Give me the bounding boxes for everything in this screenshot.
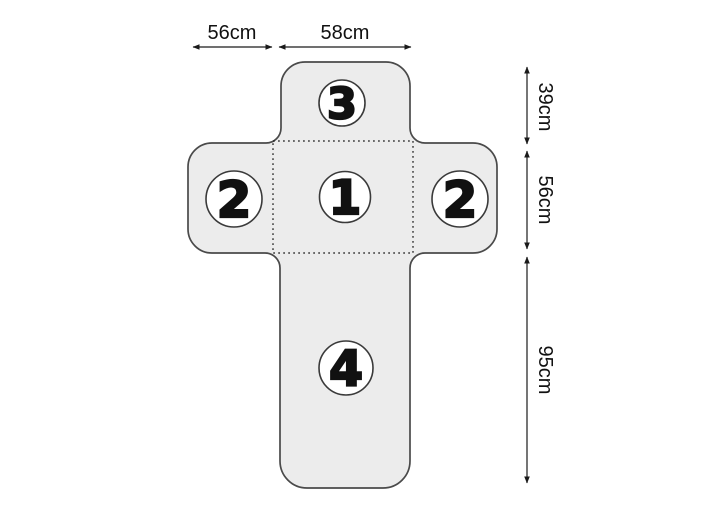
dimension-top-left: 56cm: [192, 22, 273, 50]
dimension-right-upper: 39cm: [524, 66, 556, 145]
panel-top-flap: 3: [318, 78, 366, 131]
dimension-right-lower: 95cm: [524, 256, 556, 484]
panel-right-flap: 2: [431, 170, 489, 230]
dim-label-top-right: 58cm: [321, 22, 370, 44]
panel-1-number: 1: [329, 171, 362, 226]
panel-bottom-flap: 4: [318, 339, 374, 399]
dim-label-top-left: 56cm: [208, 22, 257, 44]
dim-label-right-middle: 56cm: [534, 176, 556, 225]
cross-template-shape: [187, 61, 498, 489]
panel-3-number: 3: [327, 80, 357, 130]
panel-2-left-number: 2: [217, 171, 252, 229]
dimension-right-middle: 56cm: [524, 150, 556, 250]
panel-4-circle: [318, 340, 374, 396]
dimension-top-right: 58cm: [278, 22, 412, 50]
dim-label-right-upper: 39cm: [534, 83, 556, 132]
panel-2-right-number: 2: [443, 171, 478, 229]
panel-center: 1: [318, 170, 372, 227]
panel-3-circle: [318, 79, 366, 127]
panel-2-right-circle: [431, 170, 489, 228]
panel-2-left-circle: [205, 170, 263, 228]
panel-4-number: 4: [329, 341, 363, 398]
dim-label-right-lower: 95cm: [534, 346, 556, 395]
panel-1-circle: [318, 170, 372, 224]
panel-left-flap: 2: [205, 170, 263, 230]
